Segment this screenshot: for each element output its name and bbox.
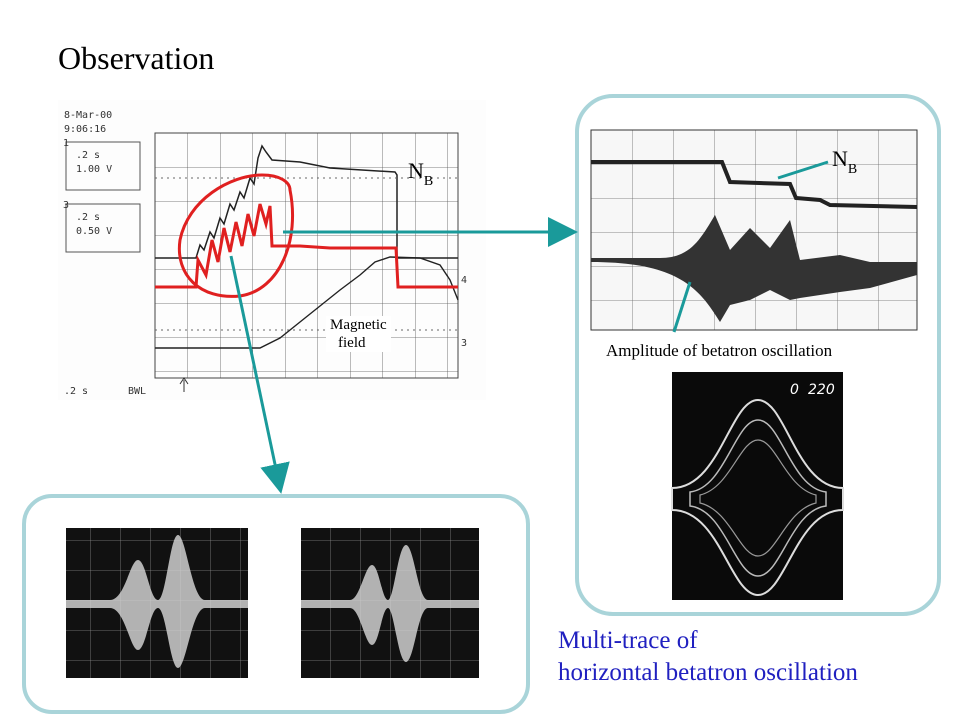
scope-date: 8-Mar-00 [64, 110, 112, 121]
magnetic-field-trace [155, 256, 459, 349]
nb-subscript: B [847, 162, 858, 177]
oscillation-envelope [591, 215, 917, 322]
nb-label-scope: NB [408, 158, 433, 189]
nb-main: N [408, 158, 424, 183]
ch1-volts: 1.00 V [76, 164, 112, 175]
scope-bottom-timebase: .2 s [64, 386, 88, 397]
betatron-photo: 0 220 [671, 372, 844, 600]
magnetic-field-line-1: Magnetic [330, 317, 387, 333]
ch3-volts: 0.50 V [76, 226, 112, 237]
right-panel [575, 94, 941, 616]
nb-step-trace [591, 160, 918, 209]
scope-time: 9:06:16 [64, 124, 106, 135]
multi-trace-line-1: Multi-trace of [558, 627, 698, 654]
oscilloscope-image: 4 3 8-Mar-00 9:06:16 1 .2 s 1.00 V 3 .2 … [58, 100, 486, 400]
arrow-to-multitrace [229, 255, 290, 494]
ch1-timebase: .2 s [76, 150, 100, 161]
highlight-loop [177, 173, 295, 298]
amplitude-pointer-line [672, 281, 692, 333]
ch1-id: 1 [63, 138, 69, 149]
nb-pointer-line [777, 160, 829, 180]
bottom-left-panel [22, 494, 530, 714]
slide-title: Observation [58, 40, 215, 76]
scope-bottom-mode: BWL [128, 386, 146, 397]
multi-trace-line-2: horizontal betatron oscillation [558, 659, 858, 686]
trigger-arrow-icon [179, 377, 189, 392]
ch1-box [65, 141, 141, 191]
magnetic-field-label: Magnetic field [326, 316, 391, 352]
amplitude-label: Amplitude of betatron oscillation [606, 341, 833, 360]
scope-marker-3: 3 [461, 338, 467, 349]
scope-marker-4: 4 [461, 275, 467, 286]
highlighted-trace [155, 203, 458, 289]
nb-label-trace: NB [832, 146, 857, 177]
photo-shot-number: 0 [790, 382, 799, 398]
magnetic-field-line-2: field [338, 335, 366, 351]
photo-turn-count: 220 [808, 382, 835, 398]
ch3-id: 3 [63, 200, 69, 211]
multi-trace-photo-1 [66, 528, 248, 678]
nb-subscript: B [423, 174, 434, 189]
nb-trace-scope [155, 144, 458, 259]
multi-trace-label: Multi-trace of horizontal betatron oscil… [558, 625, 858, 689]
nb-main: N [832, 146, 848, 171]
multi-trace-photo-2 [301, 528, 479, 678]
betatron-trace-image [590, 129, 918, 331]
ch3-box [65, 203, 141, 253]
ch3-timebase: .2 s [76, 212, 100, 223]
